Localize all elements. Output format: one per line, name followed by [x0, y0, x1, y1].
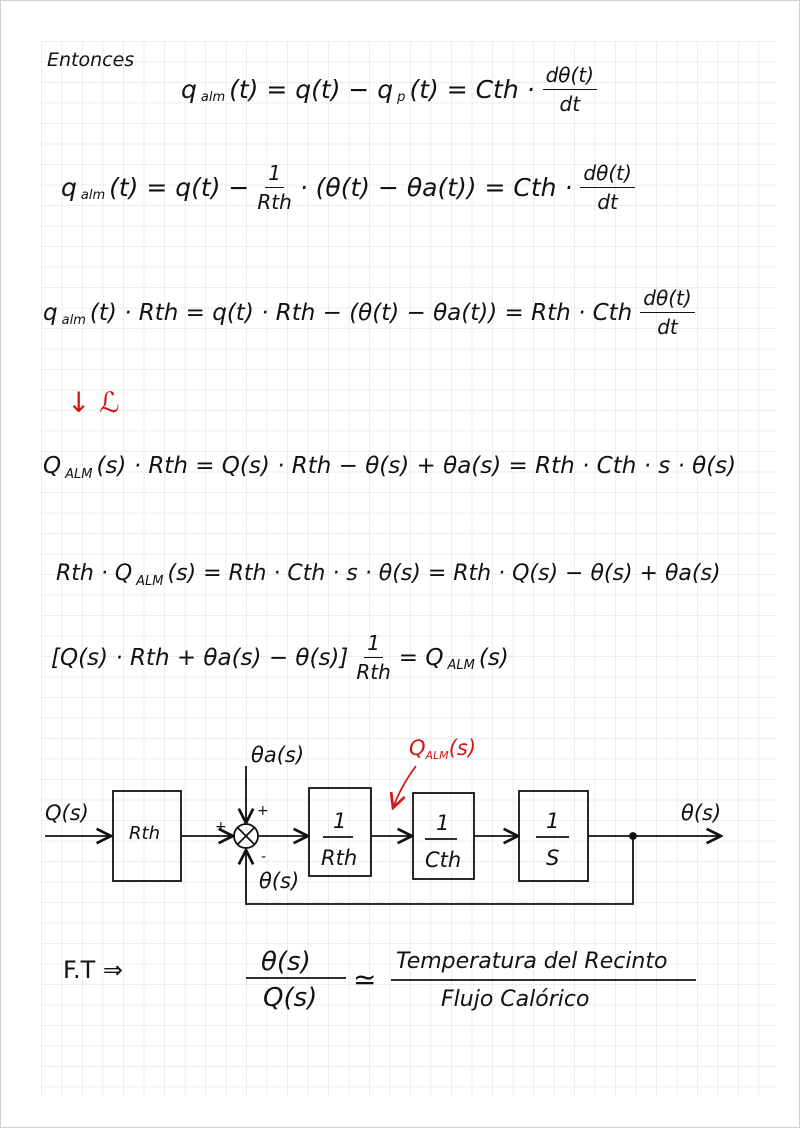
eq4-q: Q: [43, 453, 62, 479]
eq1-lhs: q: [181, 75, 197, 104]
annotation-sub: ALM: [425, 749, 449, 762]
annotation-arrow: [393, 765, 417, 808]
feedback-label: θ(s): [259, 869, 300, 893]
plus-left: +: [215, 819, 227, 835]
eq2-fraction-2: dθ(t)dt: [580, 161, 635, 214]
eq3-sub: alm: [61, 313, 86, 328]
minus-sign: -: [261, 849, 267, 865]
eq6-a: [Q(s) · Rth + θa(s) − θ(s)]: [51, 644, 349, 671]
annotation-arg: (s): [448, 736, 477, 760]
eq6-num: 1: [364, 631, 383, 658]
laplace-transform-arrow: ↓ ℒ: [67, 386, 120, 419]
block2-den: Rth: [321, 846, 358, 870]
output-label: θ(s): [681, 801, 722, 825]
eq1-psub: p: [397, 90, 406, 105]
ft-denominator: Q(s): [263, 983, 318, 1013]
grid-background: [41, 41, 776, 1096]
eq2-lhs: q: [61, 173, 77, 202]
eq3-fraction: dθ(t)dt: [640, 286, 695, 339]
annotation-label: QALM(s): [409, 736, 477, 762]
eq1-sub: alm: [200, 90, 226, 105]
eq6-sub: ALM: [447, 658, 475, 673]
sum-cross-2: [237, 827, 255, 845]
annotation-q: Q: [409, 736, 426, 760]
eq5-b: (s) = Rth · Cth · s · θ(s) = Rth · Q(s) …: [167, 561, 721, 586]
eq5-a: Rth · Q: [56, 561, 133, 586]
block3-den: Cth: [425, 848, 462, 872]
eq2-num2: dθ(t): [580, 161, 635, 188]
feedback-path: [246, 836, 634, 905]
eq3-den: dt: [657, 315, 678, 339]
eq6-den: Rth: [356, 660, 391, 684]
eq2-a: (t) = q(t) −: [109, 173, 250, 202]
block2-num: 1: [333, 809, 347, 833]
eq2-num1: 1: [265, 161, 284, 188]
eq1-num: dθ(t): [542, 63, 597, 90]
block3-num: 1: [436, 811, 450, 835]
approx-sign: ≃: [353, 963, 377, 996]
block-1-over-rth: [308, 787, 372, 877]
input-label: Q(s): [45, 801, 89, 825]
eq2-sub: alm: [80, 188, 106, 203]
eq3-lhs: q: [43, 299, 58, 326]
eq2-den1: Rth: [257, 190, 292, 214]
eq3-a: (t) · Rth = q(t) · Rth − (θ(t) − θa(t)) …: [89, 299, 633, 326]
ft-text-numerator: Temperatura del Recinto: [396, 949, 668, 974]
eq1-body: (t) = q(t) − q: [229, 75, 394, 104]
ft-numerator: θ(s): [261, 947, 311, 977]
eq2-b: · (θ(t) − θa(t)) = Cth ·: [299, 173, 573, 202]
ft-text-denominator: Flujo Calórico: [441, 987, 590, 1012]
eq1-mid: (t) = Cth ·: [409, 75, 535, 104]
block4-den: S: [546, 846, 560, 870]
eq3-num: dθ(t): [640, 286, 695, 313]
eq6-b: = Q: [398, 644, 444, 671]
eq5-sub: ALM: [136, 574, 164, 589]
eq1-den: dt: [559, 92, 581, 116]
ft-label: F.T ⇒: [63, 956, 123, 984]
intro-text: Entonces: [47, 49, 135, 71]
block1-label: Rth: [129, 823, 160, 844]
block4-num: 1: [546, 809, 560, 833]
disturbance-label: θa(s): [251, 743, 305, 767]
eq2-den2: dt: [597, 190, 618, 214]
eq4-a: (s) · Rth = Q(s) · Rth − θ(s) + θa(s) = …: [96, 453, 737, 479]
eq1-fraction: dθ(t)dt: [542, 63, 597, 116]
eq6-c: (s): [478, 644, 509, 671]
plus-top: +: [257, 803, 269, 819]
eq4-sub: ALM: [65, 466, 93, 482]
